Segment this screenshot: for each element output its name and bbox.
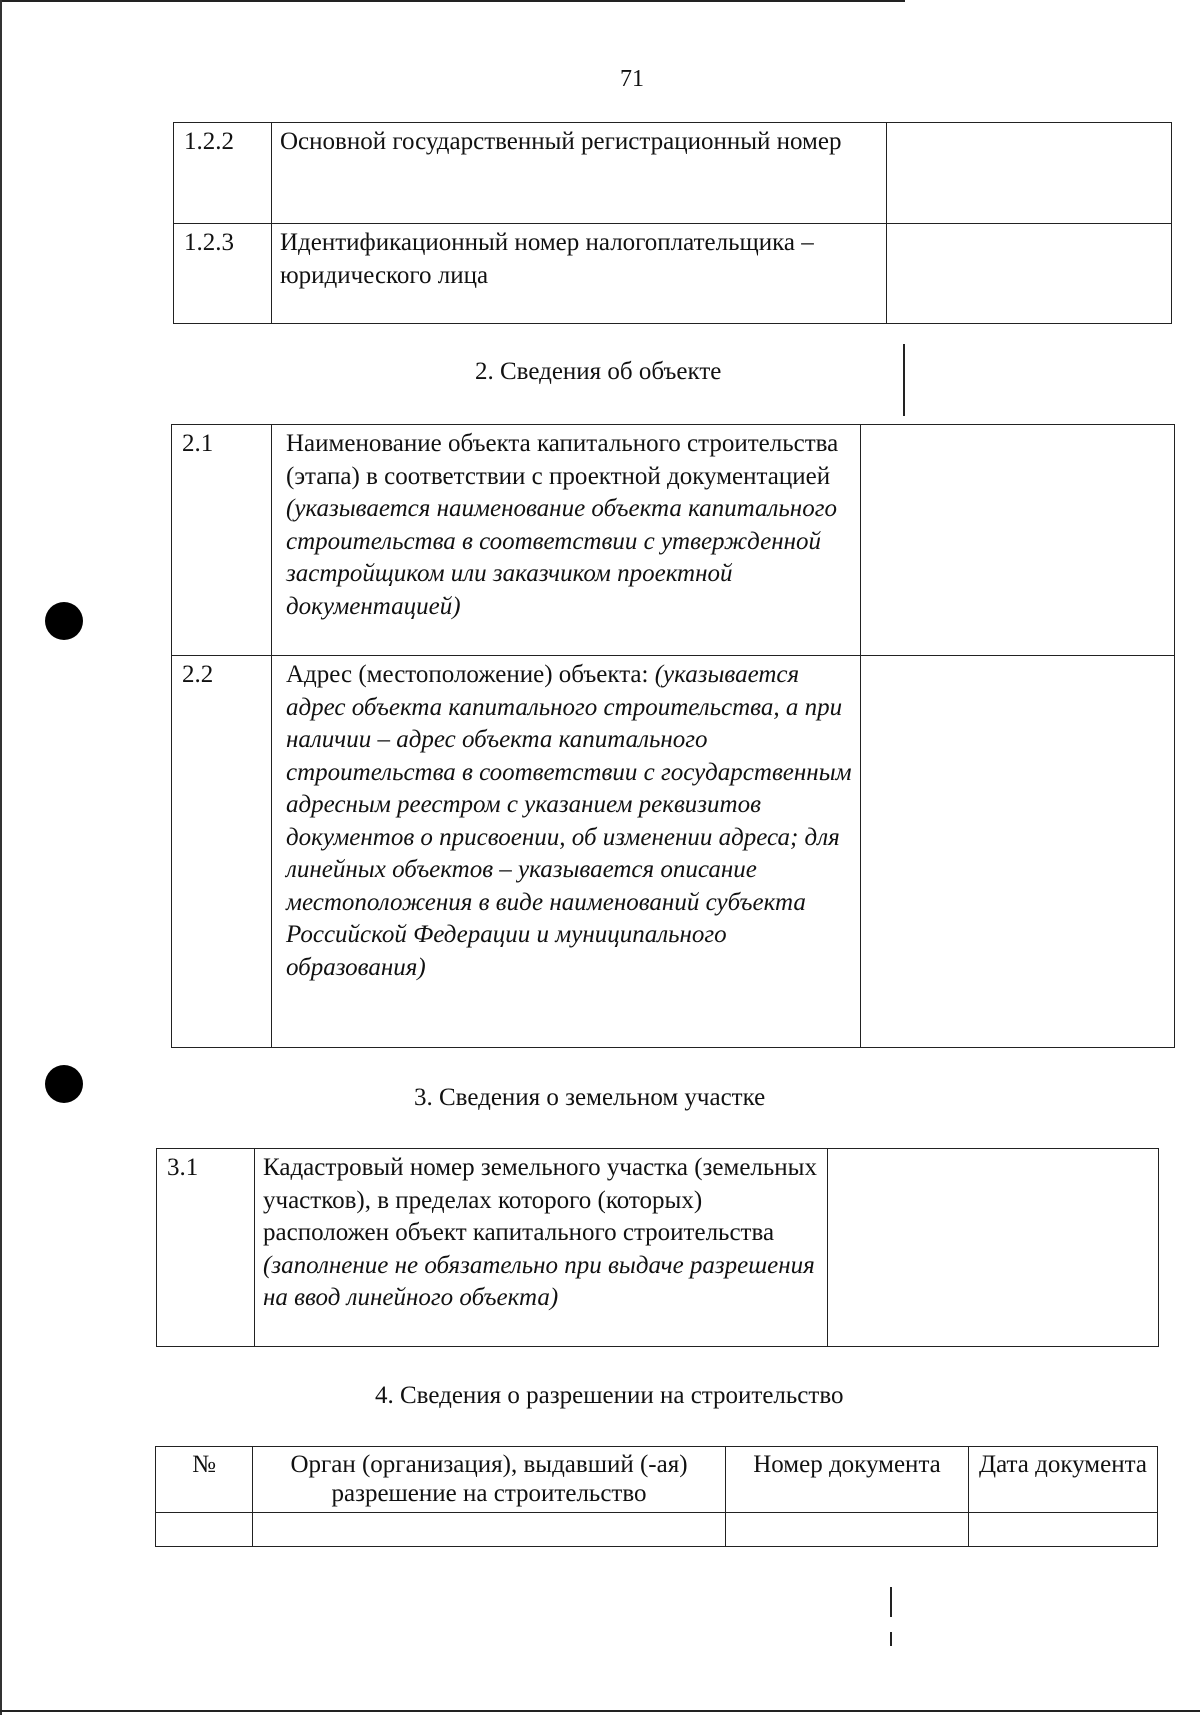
section-3-title: 3. Сведения о земельном участке (414, 1084, 766, 1111)
row-label: Адрес (местоположение) объекта: (286, 661, 649, 688)
scan-mark (890, 1632, 892, 1646)
legal-entity-table: 1.2.2 Основной государственный регистрац… (173, 122, 1172, 324)
row-value-cell[interactable] (860, 424, 1175, 656)
row-note: (указывается адрес объекта капитального … (286, 661, 852, 981)
row-number: 1.2.2 (173, 122, 272, 224)
bottom-border-line (0, 1710, 1200, 1712)
top-border-line (0, 0, 905, 2)
punch-hole-upper (45, 602, 83, 640)
table-row: 2.1 Наименование объекта капитального ст… (171, 424, 1175, 656)
row-number: 3.1 (156, 1148, 255, 1347)
column-header-authority: Орган (организация), выдавший (-ая) разр… (252, 1446, 726, 1513)
table-row: 2.2 Адрес (местоположение) объекта: (ука… (171, 655, 1175, 1048)
row-note: (заполнение не обязательно при выдаче ра… (263, 1251, 815, 1312)
table-header-row: № Орган (организация), выдавший (-ая) ра… (155, 1446, 1158, 1513)
scan-mark (903, 344, 905, 416)
row-label-cell: Адрес (местоположение) объекта: (указыва… (271, 655, 861, 1048)
row-value-cell[interactable] (886, 122, 1172, 224)
row-label: Основной государственный регистрационный… (271, 122, 887, 224)
column-header-document-number: Номер документа (725, 1446, 969, 1513)
land-plot-table: 3.1 Кадастровый номер земельного участка… (156, 1148, 1159, 1347)
cell-document-date[interactable] (968, 1512, 1158, 1547)
row-number: 1.2.3 (173, 223, 272, 324)
row-value-cell[interactable] (860, 655, 1175, 1048)
punch-hole-lower (45, 1065, 83, 1103)
row-number: 2.1 (171, 424, 272, 656)
left-border-line (0, 0, 2, 1715)
row-label: Идентификационный номер налогоплательщик… (271, 223, 887, 324)
row-number: 2.2 (171, 655, 272, 1048)
table-row: 3.1 Кадастровый номер земельного участка… (156, 1148, 1159, 1347)
column-header-document-date: Дата документа (968, 1446, 1158, 1513)
table-row (155, 1512, 1158, 1547)
row-label: Наименование объекта капитального строит… (286, 430, 839, 490)
row-label-cell: Наименование объекта капитального строит… (271, 424, 861, 656)
table-row: 1.2.3 Идентификационный номер налогоплат… (173, 223, 1172, 324)
row-label: Кадастровый номер земельного участка (зе… (263, 1154, 817, 1246)
section-2-title: 2. Сведения об объекте (475, 358, 722, 385)
page-number: 71 (620, 66, 644, 92)
object-info-table: 2.1 Наименование объекта капитального ст… (171, 424, 1175, 1048)
column-header-number: № (155, 1446, 253, 1513)
row-label-cell: Кадастровый номер земельного участка (зе… (254, 1148, 828, 1347)
row-value-cell[interactable] (886, 223, 1172, 324)
cell-authority[interactable] (252, 1512, 726, 1547)
scan-mark (890, 1587, 892, 1617)
cell-document-number[interactable] (725, 1512, 969, 1547)
building-permit-table: № Орган (организация), выдавший (-ая) ра… (155, 1446, 1158, 1547)
cell-number[interactable] (155, 1512, 253, 1547)
row-value-cell[interactable] (827, 1148, 1159, 1347)
row-note: (указывается наименование объекта капита… (286, 495, 837, 620)
section-4-title: 4. Сведения о разрешении на строительств… (375, 1382, 844, 1409)
table-row: 1.2.2 Основной государственный регистрац… (173, 122, 1172, 224)
